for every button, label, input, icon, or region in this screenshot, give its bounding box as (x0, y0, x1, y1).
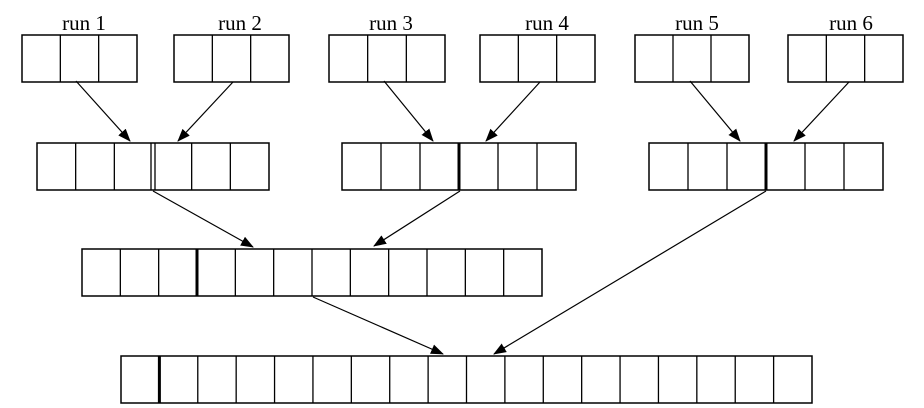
run-4-label: run 4 (525, 11, 569, 35)
arrow-run1-to-merge1-icon (75, 80, 131, 142)
merged-run-box-3 (648, 142, 884, 191)
run-6-label: run 6 (829, 11, 873, 35)
merged-run-box-1 (36, 142, 270, 191)
arrow-run3-to-merge2-icon (383, 80, 434, 142)
arrow-run4-to-merge2-icon (485, 81, 541, 142)
run-3-label: run 3 (369, 11, 413, 35)
arrow-merge1-to-merge4-icon (152, 190, 254, 248)
arrow-run5-to-merge3-icon (689, 80, 741, 142)
arrow-merge3-to-final-icon (493, 190, 767, 355)
merged-run-box-2 (341, 142, 577, 191)
run-5-label: run 5 (675, 11, 719, 35)
run-3-box (328, 34, 446, 83)
arrow-run2-to-merge1-icon (177, 81, 234, 142)
final-merged-run-box (120, 355, 813, 404)
run-1-label: run 1 (62, 11, 106, 35)
run-2-label: run 2 (218, 11, 262, 35)
arrow-run6-to-merge3-icon (793, 81, 850, 142)
merged-run-box-4 (81, 248, 543, 297)
run-6-box (787, 34, 904, 83)
arrow-merge4-to-final-icon (312, 296, 444, 355)
run-1-box (21, 34, 138, 83)
arrow-merge2-to-merge4-icon (373, 190, 461, 247)
run-5-box (634, 34, 750, 83)
run-2-box (173, 34, 290, 83)
run-4-box (479, 34, 596, 83)
